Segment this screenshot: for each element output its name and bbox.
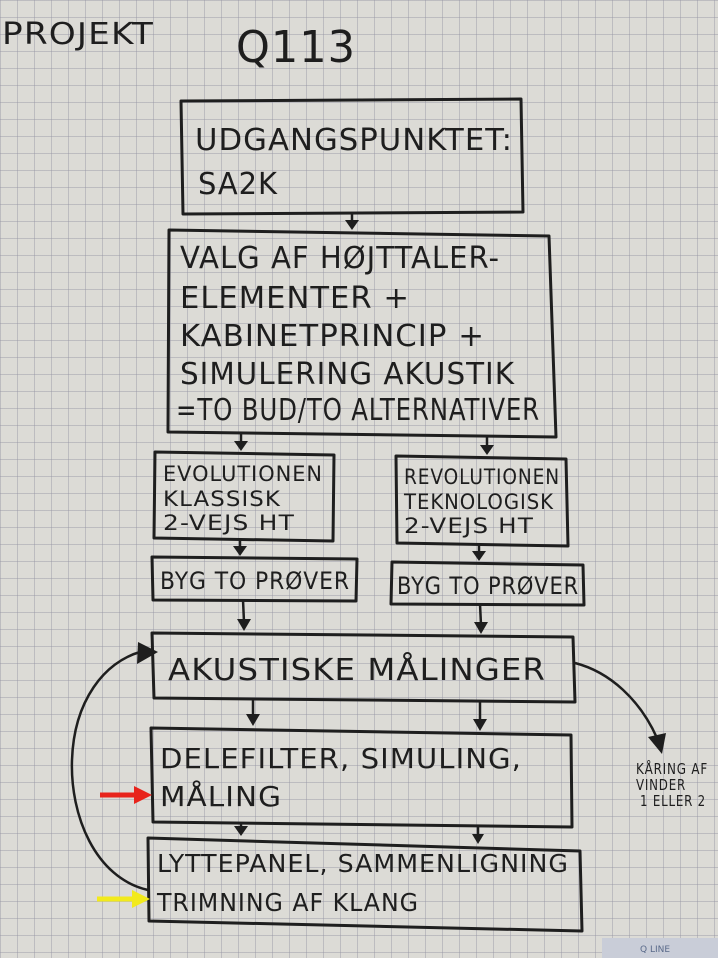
evolution-line-3: 2-VEJS HT	[163, 511, 295, 535]
red-arrow-head	[134, 786, 152, 804]
crossover-box: DELEFILTER, SIMULING, MÅLING	[149, 726, 574, 829]
revolution-line-1: REVOLUTIONEN	[404, 465, 560, 489]
selection-box: VALG AF HØJTTALER- ELEMENTER + KABINETPR…	[166, 228, 558, 439]
red-marker-arrow	[100, 786, 152, 804]
winner-note-line-3: 1 ELLER 2	[640, 792, 706, 810]
revolution-line-2: TEKNOLOGISK	[403, 490, 554, 514]
selection-line-1: VALG AF HØJTTALER-	[180, 241, 500, 276]
build-left-box: BYG TO PRØVER	[150, 555, 359, 603]
listening-line-1: LYTTEPANEL, SAMMENLIGNING	[157, 849, 569, 878]
watermark-text: Q LINE	[640, 945, 670, 955]
winner-note-line-2: VINDER	[636, 776, 686, 794]
yellow-marker-arrow	[97, 890, 150, 908]
selection-line-4: SIMULERING AKUSTIK	[180, 357, 515, 392]
crossover-line-1: DELEFILTER, SIMULING,	[160, 742, 522, 775]
winner-note: KÅRING AF VINDER 1 ELLER 2	[636, 759, 708, 810]
project-code: Q113	[236, 22, 356, 73]
start-line-1: UDGANGSPUNKTET:	[195, 123, 513, 158]
yellow-arrow-head	[132, 890, 150, 908]
listening-box: LYTTEPANEL, SAMMENLIGNING TRIMNING AF KL…	[146, 836, 584, 933]
crossover-line-2: MÅLING	[160, 779, 282, 813]
selection-line-5: =TO BUD/TO ALTERNATIVER	[176, 393, 540, 428]
evolution-box: EVOLUTIONEN KLASSISK 2-VEJS HT	[152, 450, 336, 543]
build-left-label: BYG TO PRØVER	[160, 567, 350, 595]
project-label: PROJEKT	[2, 17, 154, 52]
start-line-2: SA2K	[198, 167, 278, 202]
build-right-label: BYG TO PRØVER	[397, 572, 579, 600]
revolution-box: REVOLUTIONEN TEKNOLOGISK 2-VEJS HT	[394, 454, 570, 548]
selection-line-2: ELEMENTER +	[180, 281, 410, 316]
revolution-line-3: 2-VEJS HT	[404, 514, 534, 538]
winner-note-line-1: KÅRING AF	[636, 759, 708, 778]
measure-label: AKUSTISKE MÅLINGER	[168, 652, 546, 688]
measure-box: AKUSTISKE MÅLINGER	[150, 631, 577, 704]
evolution-line-1: EVOLUTIONEN	[163, 462, 323, 486]
build-right-box: BYG TO PRØVER	[389, 560, 586, 607]
evolution-line-2: KLASSISK	[163, 487, 281, 511]
connectors	[70, 213, 666, 892]
listening-line-2: TRIMNING AF KLANG	[156, 888, 419, 917]
selection-line-3: KABINETPRINCIP +	[180, 319, 485, 354]
start-box: UDGANGSPUNKTET: SA2K	[179, 97, 525, 216]
pad-watermark: Q LINE	[602, 938, 718, 958]
